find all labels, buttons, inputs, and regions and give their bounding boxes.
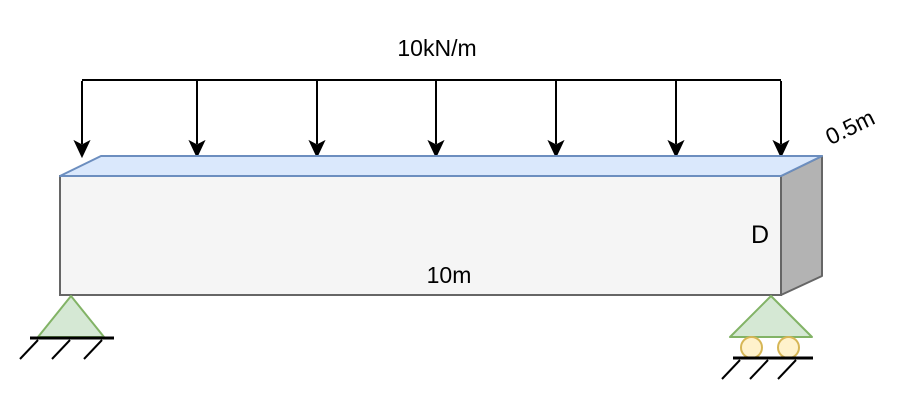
section-point-label: D bbox=[751, 221, 769, 249]
pin-support-triangle bbox=[37, 295, 105, 338]
load-arrow bbox=[427, 80, 445, 158]
roller-support-ground bbox=[721, 356, 813, 380]
roller-wheel bbox=[740, 336, 763, 359]
ground-hatch bbox=[777, 359, 797, 380]
load-arrow bbox=[772, 80, 790, 158]
beam-front-face bbox=[59, 175, 782, 296]
beam-side-face bbox=[780, 155, 823, 296]
distributed-load bbox=[73, 79, 790, 158]
load-label: 10kN/m bbox=[397, 35, 476, 61]
ground-hatch bbox=[721, 359, 741, 380]
ground-hatch bbox=[749, 359, 769, 380]
ground-hatch bbox=[51, 339, 71, 360]
roller-wheel bbox=[777, 336, 800, 359]
roller-support bbox=[721, 295, 813, 380]
load-arrow bbox=[188, 80, 206, 158]
depth-label: 0.5m bbox=[821, 104, 878, 150]
ground-hatch bbox=[19, 339, 39, 360]
roller-support-triangle bbox=[729, 295, 813, 338]
load-arrow bbox=[667, 80, 685, 158]
beam-top-face bbox=[59, 155, 823, 177]
pin-support-ground bbox=[19, 336, 114, 360]
ground-hatch bbox=[83, 339, 103, 360]
load-arrow bbox=[308, 80, 326, 158]
load-arrow bbox=[547, 80, 565, 158]
span-label: 10m bbox=[427, 262, 472, 288]
beam bbox=[59, 155, 823, 296]
pin-support bbox=[19, 295, 114, 360]
load-arrow bbox=[73, 80, 91, 158]
